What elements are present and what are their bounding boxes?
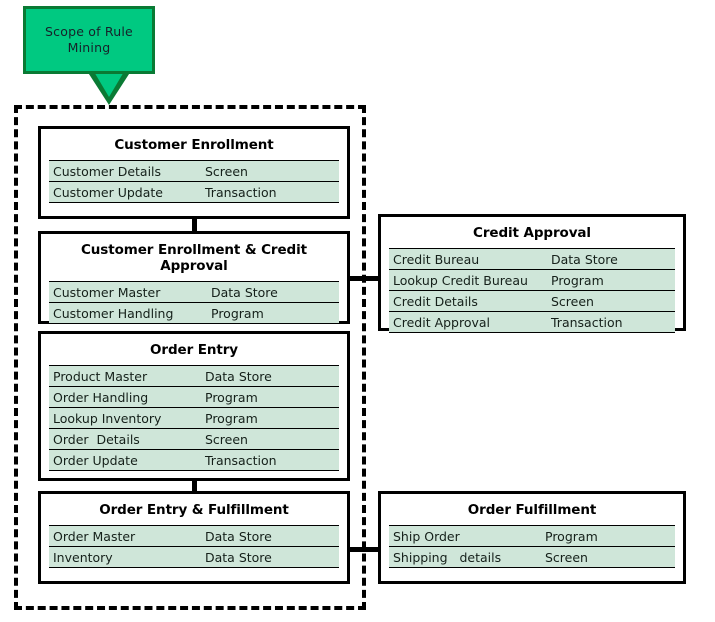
row-type: Data Store bbox=[205, 368, 272, 384]
row-type: Screen bbox=[205, 431, 248, 447]
entity-box-order-entry-fulfillment[interactable]: Order Entry & Fulfillment Order Master D… bbox=[38, 491, 350, 584]
entity-box-credit-approval[interactable]: Credit Approval Credit Bureau Data Store… bbox=[378, 214, 686, 333]
table-row: Order Details Screen bbox=[49, 429, 339, 450]
row-name: Ship Order bbox=[393, 528, 460, 544]
row-type: Transaction bbox=[551, 314, 623, 330]
row-type: Data Store bbox=[205, 549, 272, 565]
entity-row-list: Customer Details Screen Customer Update … bbox=[49, 160, 339, 203]
table-row: Order Handling Program bbox=[49, 387, 339, 408]
table-row: Credit Approval Transaction bbox=[389, 312, 675, 333]
entity-box-customer-enrollment[interactable]: Customer Enrollment Customer Details Scr… bbox=[38, 126, 350, 219]
entity-row-list: Product Master Data Store Order Handling… bbox=[49, 365, 339, 471]
connector-orderentryfulfill-to-orderfulfillment bbox=[348, 547, 380, 552]
row-name: Order Handling bbox=[53, 389, 149, 405]
row-name: Order Update bbox=[53, 452, 138, 468]
row-name: Credit Details bbox=[393, 293, 478, 309]
row-name: Lookup Inventory bbox=[53, 410, 162, 426]
connector-enrollment-to-enrollment-credit bbox=[192, 218, 197, 232]
entity-title: Customer Enrollment & Credit Approval bbox=[80, 242, 307, 274]
row-name: Lookup Credit Bureau bbox=[393, 272, 528, 288]
entity-row-list: Customer Master Data Store Customer Hand… bbox=[49, 281, 339, 324]
row-type: Screen bbox=[545, 549, 588, 565]
row-name: Inventory bbox=[53, 549, 113, 565]
callout-tail-fill bbox=[93, 70, 125, 97]
entity-title: Order Entry & Fulfillment bbox=[99, 502, 289, 518]
table-row: Ship Order Program bbox=[389, 526, 675, 547]
callout-label: Scope of Rule Mining bbox=[45, 24, 133, 55]
row-name: Credit Bureau bbox=[393, 251, 480, 267]
entity-box-customer-enrollment-credit-approval[interactable]: Customer Enrollment & Credit Approval Cu… bbox=[38, 231, 350, 324]
entity-row-list: Order Master Data Store Inventory Data S… bbox=[49, 525, 339, 568]
connector-enrollmentcredit-to-creditapproval bbox=[348, 276, 380, 281]
entity-box-order-fulfillment[interactable]: Order Fulfillment Ship Order Program Shi… bbox=[378, 491, 686, 584]
entity-title: Customer Enrollment bbox=[114, 137, 274, 153]
row-name: Customer Handling bbox=[53, 305, 174, 321]
table-row: Credit Details Screen bbox=[389, 291, 675, 312]
entity-row-list: Credit Bureau Data Store Lookup Credit B… bbox=[389, 248, 675, 333]
table-row: Inventory Data Store bbox=[49, 547, 339, 568]
row-name: Credit Approval bbox=[393, 314, 491, 330]
row-name: Product Master bbox=[53, 368, 148, 384]
row-name: Customer Master bbox=[53, 284, 161, 300]
table-row: Customer Update Transaction bbox=[49, 182, 339, 203]
entity-title: Order Fulfillment bbox=[467, 502, 597, 518]
entity-box-order-entry[interactable]: Order Entry Product Master Data Store Or… bbox=[38, 331, 350, 481]
table-row: Lookup Credit Bureau Program bbox=[389, 270, 675, 291]
table-row: Customer Details Screen bbox=[49, 161, 339, 182]
table-row: Credit Bureau Data Store bbox=[389, 249, 675, 270]
table-row: Order Master Data Store bbox=[49, 526, 339, 547]
row-type: Transaction bbox=[205, 184, 277, 200]
row-type: Data Store bbox=[551, 251, 618, 267]
entity-title: Order Entry bbox=[150, 342, 238, 358]
table-row: Order Update Transaction bbox=[49, 450, 339, 471]
table-row: Customer Master Data Store bbox=[49, 282, 339, 303]
row-type: Data Store bbox=[211, 284, 278, 300]
table-row: Lookup Inventory Program bbox=[49, 408, 339, 429]
rule-mining-scope-boundary bbox=[14, 105, 366, 610]
row-name: Customer Details bbox=[53, 163, 162, 179]
row-name: Order Master bbox=[53, 528, 136, 544]
row-type: Program bbox=[551, 272, 604, 288]
row-type: Screen bbox=[551, 293, 594, 309]
row-name: Order Details bbox=[53, 431, 140, 447]
scope-of-rule-mining-callout: Scope of Rule Mining bbox=[23, 6, 155, 74]
table-row: Shipping details Screen bbox=[389, 547, 675, 568]
connector-ordentry-to-orderentry-fulfillment bbox=[192, 478, 197, 492]
row-type: Transaction bbox=[205, 452, 277, 468]
row-type: Data Store bbox=[205, 528, 272, 544]
row-type: Program bbox=[211, 305, 264, 321]
row-name: Customer Update bbox=[53, 184, 163, 200]
entity-title: Credit Approval bbox=[473, 225, 591, 241]
table-row: Customer Handling Program bbox=[49, 303, 339, 324]
entity-row-list: Ship Order Program Shipping details Scre… bbox=[389, 525, 675, 568]
row-type: Screen bbox=[205, 163, 248, 179]
row-name: Shipping details bbox=[393, 549, 502, 565]
row-type: Program bbox=[205, 410, 258, 426]
table-row: Product Master Data Store bbox=[49, 366, 339, 387]
row-type: Program bbox=[205, 389, 258, 405]
row-type: Program bbox=[545, 528, 598, 544]
